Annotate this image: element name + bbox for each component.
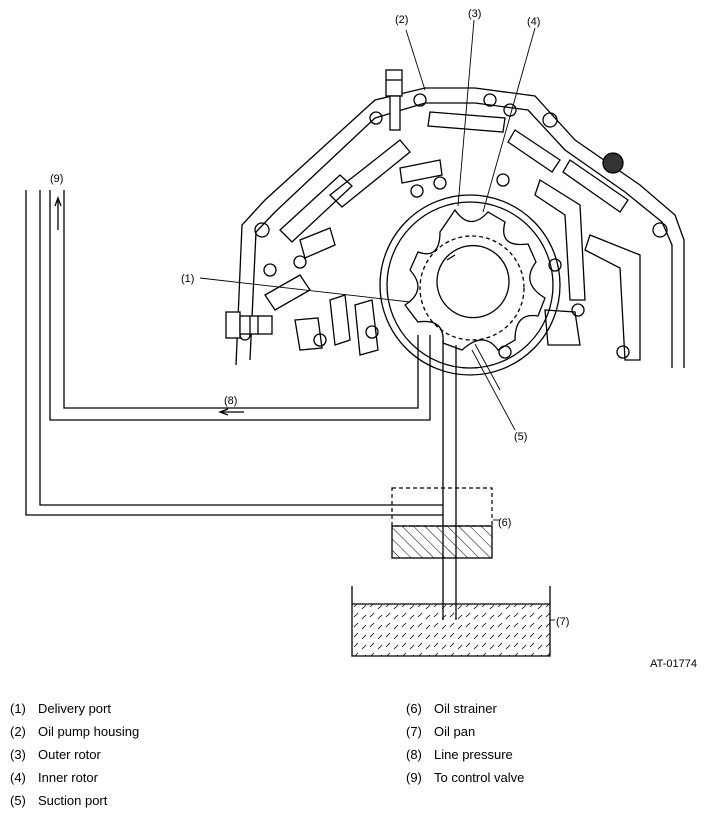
- callout-7: (7): [556, 616, 569, 628]
- oil-pan: [351, 586, 551, 657]
- legend-item: (9) To control valve: [406, 766, 524, 789]
- leader-lines: [199, 19, 555, 621]
- callout-1: (1): [181, 273, 194, 285]
- inner-rotor-pitch: [419, 235, 525, 341]
- legend-number: (6): [406, 701, 422, 716]
- rotor-assembly: [379, 194, 561, 376]
- oil-pump-housing: [235, 87, 685, 368]
- legend-right-column: (6) Oil strainer (7) Oil pan (8) Line press…: [406, 697, 524, 789]
- legend-item: (6) Oil strainer: [406, 697, 524, 720]
- legend-number: (1): [10, 701, 26, 716]
- callout-6: (6): [498, 517, 511, 529]
- callout-9: (9): [50, 173, 63, 185]
- callout-2: (2): [395, 14, 408, 26]
- oil-pump-diagram: (1) (2) (3) (4) (5) (6) (7) (8) (9) AT-0…: [25, 8, 697, 670]
- legend-label: Line pressure: [434, 747, 513, 762]
- inner-rotor-hub: [436, 245, 510, 319]
- figure-id: AT-01774: [650, 658, 697, 670]
- legend-item: (5) Suction port: [10, 789, 139, 812]
- legend-label: Oil pan: [434, 724, 476, 739]
- legend-label: To control valve: [434, 770, 525, 785]
- legend-left-column: (1) Delivery port (2) Oil pump housing (3)…: [10, 697, 139, 812]
- callout-5: (5): [514, 431, 527, 443]
- legend: (1) Delivery port (2) Oil pump housing (3)…: [0, 697, 707, 819]
- top-fitting: [385, 69, 403, 131]
- legend-label: Inner rotor: [38, 770, 98, 785]
- legend-number: (8): [406, 747, 422, 762]
- legend-item: (4) Inner rotor: [10, 766, 139, 789]
- legend-number: (5): [10, 793, 26, 808]
- outer-rotor: [404, 208, 546, 351]
- legend-label: Oil pump housing: [38, 724, 140, 739]
- oil-strainer: [391, 487, 493, 559]
- legend-number: (2): [10, 724, 26, 739]
- legend-item: (8) Line pressure: [406, 743, 524, 766]
- legend-number: (7): [406, 724, 422, 739]
- legend-number: (9): [406, 770, 422, 785]
- side-bolt: [225, 311, 273, 339]
- legend-number: (3): [10, 747, 26, 762]
- legend-number: (4): [10, 770, 26, 785]
- legend-label: Outer rotor: [38, 747, 101, 762]
- legend-label: Oil strainer: [434, 701, 497, 716]
- legend-item: (2) Oil pump housing: [10, 720, 139, 743]
- legend-item: (3) Outer rotor: [10, 743, 139, 766]
- legend-label: Delivery port: [38, 701, 111, 716]
- legend-item: (1) Delivery port: [10, 697, 139, 720]
- legend-label: Suction port: [38, 793, 108, 808]
- oil-lines: [25, 190, 457, 620]
- callout-8: (8): [224, 395, 237, 407]
- legend-item: (7) Oil pan: [406, 720, 524, 743]
- callout-4: (4): [527, 16, 540, 28]
- callout-3: (3): [468, 8, 481, 20]
